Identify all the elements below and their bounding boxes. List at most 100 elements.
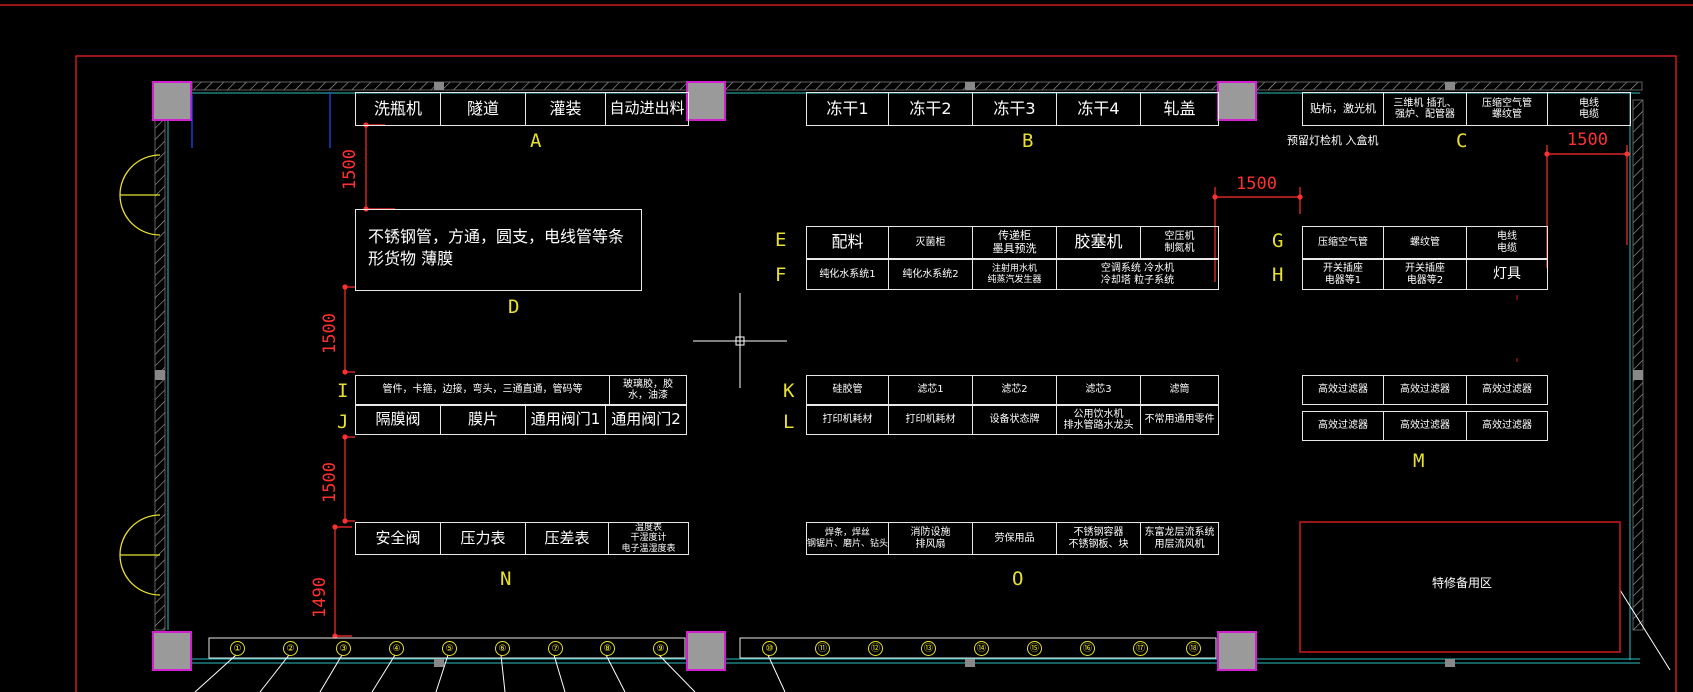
shelf-cell-l-5: 不常用通用零件 [1140, 405, 1219, 435]
shelf-cell-b-5: 轧盖 [1140, 92, 1219, 126]
shelf-cell-g-3: 电线 电缆 [1466, 226, 1548, 259]
shelf-cell-n-2: 压力表 [440, 522, 526, 555]
zone-d-box: 不锈钢管，方通，圆支，电线管等条 形货物 薄膜 [355, 209, 642, 291]
shelf-cell-k-1: 硅胶管 [806, 375, 889, 405]
shelf-cell-f-3: 注射用水机 纯蒸汽发生器 [972, 259, 1057, 290]
zone-label-g: G [1272, 230, 1284, 252]
shelf-cell-b-3: 冻干3 [972, 92, 1057, 126]
shelf-cell-n-3: 压差表 [525, 522, 609, 555]
strip-number-15: ⑮ [1027, 641, 1042, 656]
dimension-1500-c: 1500 [1567, 130, 1608, 150]
shelf-cell-o-1: 焊条，焊丝 钢锯片、磨片、钻头 [806, 522, 889, 555]
shelf-cell-c-1: 贴标，激光机 [1302, 92, 1384, 126]
shelf-cell-f-2: 纯化水系统2 [888, 259, 973, 290]
dimension-1500-g: 1500 [1236, 174, 1277, 194]
shelf-cell-k-3: 滤芯2 [972, 375, 1057, 405]
shelf-cell-m1-1: 高效过滤器 [1302, 375, 1384, 405]
zone-label-e: E [775, 229, 787, 251]
shelf-cell-e-5: 空压机 制氮机 [1140, 226, 1219, 259]
shelf-cell-a-2: 隧道 [440, 92, 526, 126]
spare-area-label: 特修备用区 [1432, 576, 1493, 590]
strip-number-7: ⑦ [548, 641, 563, 656]
strip-number-10: ⑩ [762, 641, 777, 656]
shelf-cell-k-4: 滤芯3 [1056, 375, 1141, 405]
shelf-cell-b-1: 冻干1 [806, 92, 889, 126]
shelf-cell-e-3: 传递柜 墨具预洗 [972, 226, 1057, 259]
shelf-cell-c-3: 压缩空气管 螺纹管 [1466, 92, 1548, 126]
shelf-cell-g-2: 螺纹管 [1383, 226, 1467, 259]
shelf-cell-a-4: 自动进出料 [605, 92, 689, 126]
strip-number-16: ⑯ [1080, 641, 1095, 656]
zone-label-d: D [508, 296, 520, 318]
strip-number-12: ⑫ [868, 641, 883, 656]
shelf-cell-h-3: 灯具 [1466, 259, 1548, 290]
columns [152, 81, 1257, 671]
shelf-cell-m2-3: 高效过滤器 [1466, 411, 1548, 441]
leader-lines [194, 589, 1671, 692]
zone-label-i: I [337, 380, 349, 402]
shelf-cell-h-1: 开关插座 电器等1 [1302, 259, 1384, 290]
strip-number-18: ⑱ [1186, 641, 1201, 656]
zone-label-f: F [775, 264, 787, 286]
strip-number-1: ① [230, 641, 245, 656]
zone-label-m: M [1413, 450, 1425, 472]
shelf-cell-l-3: 设备状态牌 [972, 405, 1057, 435]
shelf-cell-o-2: 消防设施 排风扇 [888, 522, 973, 555]
shelf-cell-h-2: 开关插座 电器等2 [1383, 259, 1467, 290]
shelf-cell-n-4: 温度表 干湿度计 电子温湿度表 [608, 522, 689, 555]
shelf-cell-e-4: 胶塞机 [1056, 226, 1141, 259]
shelf-cell-o-5: 东富龙层流系统 用层流风机 [1140, 522, 1219, 555]
drawing-frame [75, 55, 1677, 692]
shelf-cell-m2-1: 高效过滤器 [1302, 411, 1384, 441]
shelf-cell-k-2: 滤芯1 [888, 375, 973, 405]
zone-label-o: O [1012, 568, 1024, 590]
shelf-cell-k-5: 滤筒 [1140, 375, 1219, 405]
shelf-cell-e-1: 配料 [806, 226, 889, 259]
shelf-cell-l-1: 打印机耗材 [806, 405, 889, 435]
shelf-cell-l-4: 公用饮水机 排水管路水龙头 [1056, 405, 1141, 435]
shelf-cell-j-3: 通用阀门1 [525, 405, 606, 435]
doors [119, 154, 161, 596]
shelf-cell-n-1: 安全阀 [355, 522, 441, 555]
spare-area-box [1299, 521, 1621, 653]
strip-number-11: ⑪ [815, 641, 830, 656]
zone-label-h: H [1272, 264, 1284, 286]
shelf-cell-c-2: 三维机 插孔、 强炉、配管器 [1383, 92, 1467, 126]
shelf-cell-i-1: 管件，卡箍，边接，弯头，三通直通，管码等 [355, 375, 610, 405]
shelf-cell-l-2: 打印机耗材 [888, 405, 973, 435]
numbered-strip [208, 637, 1217, 659]
dimension-1500-j: 1500 [320, 462, 340, 503]
cad-crosshair [693, 293, 787, 388]
strip-number-2: ② [283, 641, 298, 656]
dimension-1500-a: 1500 [340, 149, 360, 190]
shelf-cell-a-3: 灌装 [525, 92, 606, 126]
strip-number-17: ⑰ [1133, 641, 1148, 656]
shelf-cell-o-3: 劳保用品 [972, 522, 1057, 555]
shelf-cell-g-1: 压缩空气管 [1302, 226, 1384, 259]
shelf-cell-m1-2: 高效过滤器 [1383, 375, 1467, 405]
strip-number-4: ④ [389, 641, 404, 656]
walls [154, 81, 1644, 667]
shelf-cell-m2-2: 高效过滤器 [1383, 411, 1467, 441]
zone-label-n: N [500, 568, 512, 590]
shelf-cell-m1-3: 高效过滤器 [1466, 375, 1548, 405]
zone-c-note: 预留灯检机 入盒机 [1287, 134, 1379, 147]
shelf-cell-j-2: 膜片 [440, 405, 526, 435]
shelf-cell-j-4: 通用阀门2 [605, 405, 687, 435]
strip-number-3: ③ [336, 641, 351, 656]
dimension-1490: 1490 [310, 577, 330, 618]
zone-label-k: K [783, 380, 795, 402]
zone-label-c: C [1456, 130, 1468, 152]
zone-label-b: B [1022, 130, 1034, 152]
strip-number-14: ⑭ [974, 641, 989, 656]
shelf-cell-f-4: 空调系统 冷水机 冷却塔 粒子系统 [1056, 259, 1219, 290]
zone-label-a: A [530, 130, 542, 152]
strip-number-5: ⑤ [442, 641, 457, 656]
shelf-cell-e-2: 灭菌柜 [888, 226, 973, 259]
shelf-cell-a-1: 洗瓶机 [355, 92, 441, 126]
strip-number-8: ⑧ [600, 641, 615, 656]
shelf-cell-b-2: 冻干2 [888, 92, 973, 126]
shelf-cell-j-1: 隔膜阀 [355, 405, 441, 435]
strip-number-6: ⑥ [495, 641, 510, 656]
